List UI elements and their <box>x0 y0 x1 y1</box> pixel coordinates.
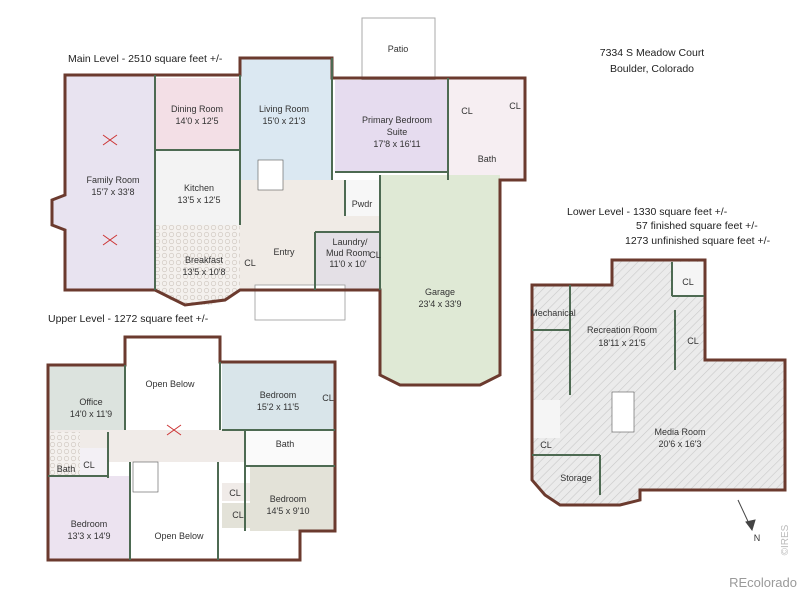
bedroom-se <box>250 466 335 531</box>
room-label: Bath <box>478 154 497 164</box>
lower-level-finished: 57 finished square feet +/- <box>636 220 758 232</box>
family-room <box>52 75 155 290</box>
upper-stairs <box>132 461 159 493</box>
primary-bath <box>448 78 525 180</box>
room-label: CL <box>461 106 473 116</box>
room-label: CL <box>682 277 694 287</box>
room-size: 13'3 x 14'9 <box>68 531 111 541</box>
kitchen <box>155 150 240 225</box>
room-label: Pwdr <box>352 199 373 209</box>
stairs <box>257 159 284 191</box>
room-size: 18'11 x 21'5 <box>598 338 645 348</box>
room-size: 13'5 x 12'5 <box>178 195 221 205</box>
room-label: CL <box>244 258 256 268</box>
room-label: Mechanical <box>530 308 576 318</box>
room-label: CL <box>229 488 241 498</box>
room-size: 15'7 x 33'8 <box>92 187 135 197</box>
lower-level <box>530 258 787 507</box>
room-label: Open Below <box>154 531 204 541</box>
room-label: Laundry/ <box>332 237 368 247</box>
main-level <box>50 17 527 387</box>
ceiling-fan-icon <box>102 134 118 146</box>
primary-bedroom-suite <box>335 80 448 172</box>
room-label: Bedroom <box>71 519 108 529</box>
room-size: 23'4 x 33'9 <box>419 299 462 309</box>
room-label: Bedroom <box>260 390 297 400</box>
lower-level-title: Lower Level - 1330 square feet +/- <box>567 206 728 218</box>
room-label: Family Room <box>86 175 139 185</box>
room-label: Bath <box>276 439 295 449</box>
upper-closet-left <box>80 448 108 478</box>
ceiling-fan-icon <box>102 234 118 246</box>
dining-room <box>155 78 240 150</box>
lower-stairs <box>611 391 635 433</box>
room-label: CL <box>232 510 244 520</box>
main-level-title: Main Level - 2510 square feet +/- <box>68 53 223 65</box>
room-size: 17'8 x 16'11 <box>373 139 420 149</box>
ceiling-fan-icon <box>166 424 182 436</box>
garage <box>380 175 500 385</box>
room-label: Bedroom <box>270 494 307 504</box>
room-label: CL <box>509 101 521 111</box>
lower-bath <box>532 400 560 438</box>
room-label: Kitchen <box>184 183 214 193</box>
room-label: CL <box>687 336 699 346</box>
room-size: 13'5 x 10'8 <box>183 267 226 277</box>
lower-level-unfinished: 1273 unfinished square feet +/- <box>625 235 771 247</box>
room-label: Dining Room <box>171 104 223 114</box>
room-label: Media Room <box>654 427 705 437</box>
bedroom-sw <box>48 476 130 560</box>
room-label: Office <box>79 397 102 407</box>
north-label: N <box>754 533 761 543</box>
room-label: Suite <box>387 127 408 137</box>
room-label: Storage <box>560 473 592 483</box>
room-label: Living Room <box>259 104 309 114</box>
labels: Main Level - 2510 square feet +/- Upper … <box>48 44 797 590</box>
breakfast <box>155 225 240 305</box>
room-label: Primary Bedroom <box>362 115 432 125</box>
room-size: 14'0 x 11'9 <box>70 409 112 419</box>
laundry-mud-room <box>315 232 380 290</box>
room-label: Recreation Room <box>587 325 657 335</box>
room-label: Garage <box>425 287 455 297</box>
living-room <box>240 58 332 180</box>
bedroom-ne <box>222 362 335 430</box>
room-size: 15'2 x 11'5 <box>257 402 299 412</box>
room-size: 14'0 x 12'5 <box>176 116 219 126</box>
room-label: Mud Room <box>326 248 370 258</box>
lower-closet-top <box>672 262 704 296</box>
room-label: Entry <box>273 247 295 257</box>
address-line-2: Boulder, Colorado <box>610 63 694 75</box>
room-label: Patio <box>388 44 409 54</box>
recolorado-watermark: REcolorado <box>729 575 797 590</box>
room-size: 14'5 x 9'10 <box>267 506 310 516</box>
upper-closet-a <box>222 483 250 501</box>
north-arrow-icon <box>737 499 756 532</box>
room-label: Open Below <box>145 379 195 389</box>
address-line-1: 7334 S Meadow Court <box>600 47 705 59</box>
upper-level <box>46 335 337 562</box>
patio <box>361 17 436 81</box>
powder-room <box>345 180 380 216</box>
open-below-top <box>125 337 220 430</box>
room-label: CL <box>540 440 552 450</box>
room-label: CL <box>369 250 381 260</box>
office <box>48 365 125 430</box>
upper-bath-right <box>245 430 335 466</box>
upper-level-title: Upper Level - 1272 square feet +/- <box>48 313 209 325</box>
room-size: 11'0 x 10' <box>329 259 367 269</box>
room-label: CL <box>322 393 334 403</box>
room-label: CL <box>83 460 95 470</box>
room-label: Bath <box>57 464 76 474</box>
room-size: 20'6 x 16'3 <box>659 439 702 449</box>
room-label: Breakfast <box>185 255 224 265</box>
upper-bath-left <box>48 432 80 476</box>
room-size: 15'0 x 21'3 <box>263 116 306 126</box>
ires-watermark: ©IRES <box>780 524 791 555</box>
